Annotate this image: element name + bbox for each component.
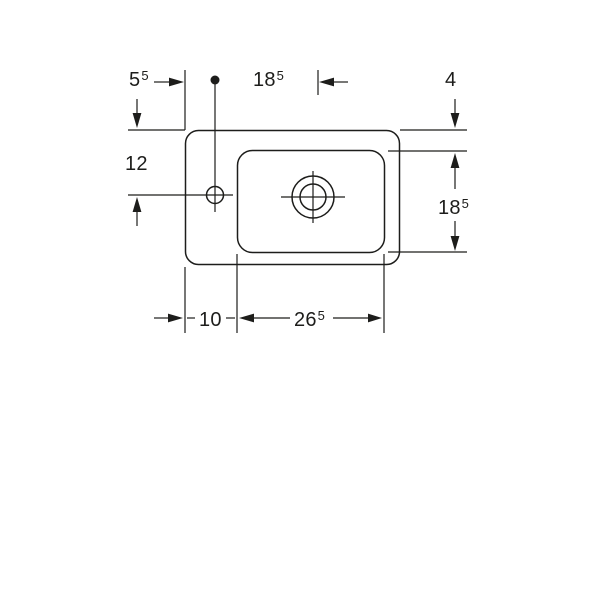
- drain-inner-circle: [299, 183, 327, 211]
- dim-bottom-center-arrows: [239, 313, 382, 323]
- arrow-down-icon: [450, 113, 460, 128]
- dim-label-bottom-center: 265: [294, 308, 326, 331]
- extension-lines: [128, 70, 467, 333]
- dim-label-top-left: 55: [129, 68, 149, 91]
- dim-label-bottom-left: 10: [199, 309, 222, 331]
- dim-label-top-center: 185: [253, 68, 285, 91]
- arrow-down-icon: [450, 236, 460, 251]
- dim-label-right: 185: [438, 196, 470, 219]
- drain-hole: [281, 171, 345, 223]
- dim-top-left-arrows: [154, 77, 184, 87]
- dim-bottom-left-arrows: [154, 313, 235, 323]
- dim-top-center-arrows: [319, 77, 348, 87]
- arrow-left-icon: [239, 313, 254, 323]
- arrow-down-icon: [132, 113, 142, 128]
- arrow-right-icon: [368, 313, 382, 323]
- arrow-right-icon: [169, 77, 184, 87]
- tap-hole: [205, 75, 225, 212]
- basin-outline: [184, 129, 401, 266]
- arrow-up-icon: [132, 197, 142, 212]
- dim-label-left: 12: [125, 153, 148, 175]
- arrow-left-icon: [319, 77, 334, 87]
- dim-label-top-right: 4: [445, 69, 457, 91]
- basin-inner-bowl: [236, 149, 386, 254]
- tap-hole-marker-dot: [210, 75, 220, 85]
- basin-outer-rim: [184, 129, 401, 266]
- dim-top-right-arrows: [450, 99, 460, 128]
- drain-outer-circle: [291, 175, 335, 219]
- dim-left-arrows: [132, 99, 142, 226]
- dim-right-arrows: [450, 153, 460, 251]
- arrow-right-icon: [168, 313, 183, 323]
- arrow-up-icon: [450, 153, 460, 168]
